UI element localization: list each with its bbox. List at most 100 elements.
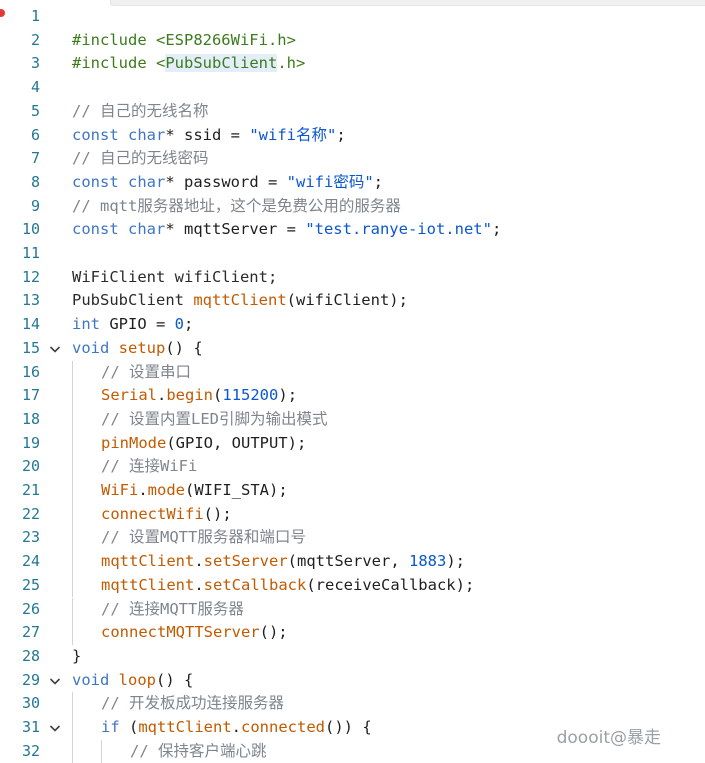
indent-guide: [72, 597, 73, 622]
code-token: // 连接MQTT服务器: [101, 599, 244, 618]
code-line[interactable]: 31 if (mqttClient.connected()) {: [0, 716, 705, 740]
fold-chevron-down-icon[interactable]: [48, 721, 62, 735]
code-line[interactable]: 5// 自己的无线名称: [0, 100, 705, 124]
code-token: (WIFI_STA);: [185, 481, 288, 499]
code-token: if: [101, 718, 120, 736]
code-text[interactable]: const char* password = "wifi密码";: [72, 171, 383, 195]
code-text[interactable]: PubSubClient mqttClient(wifiClient);: [72, 289, 408, 313]
code-token: PubSubClient: [72, 291, 194, 310]
code-text[interactable]: // 保持客户端心跳: [130, 740, 267, 763]
code-text[interactable]: void loop() {: [72, 669, 193, 693]
breakpoint-dot-icon[interactable]: [0, 9, 5, 17]
code-token: [109, 339, 118, 357]
code-line[interactable]: 3 #include <PubSubClient.h>: [0, 52, 705, 76]
line-number: 7: [30, 149, 40, 168]
code-text[interactable]: Serial.begin(115200);: [101, 384, 297, 408]
line-number: 11: [21, 244, 40, 262]
code-token: // mqtt服务器地址，这个是免费公用的服务器: [72, 196, 401, 215]
code-text[interactable]: // 设置串口: [101, 361, 191, 385]
code-line[interactable]: 26// 连接MQTT服务器: [0, 597, 705, 622]
code-line[interactable]: 2#include <ESP8266WiFi.h>: [0, 29, 705, 53]
code-token: .: [138, 481, 148, 499]
code-text[interactable]: }: [72, 645, 81, 669]
code-line[interactable]: 18 // 设置内置LED引脚为输出模式: [0, 407, 705, 432]
indent-guide: [72, 739, 73, 763]
code-line[interactable]: 9// mqtt服务器地址，这个是免费公用的服务器: [0, 195, 705, 219]
code-line[interactable]: 23// 设置MQTT服务器和端口号: [0, 526, 705, 551]
code-token: // 自己的无线名称: [72, 101, 209, 120]
code-line[interactable]: 11: [0, 242, 705, 266]
code-token: // 设置串口: [101, 362, 191, 381]
line-number: 18: [21, 409, 40, 428]
code-token: "wifi密码": [286, 172, 374, 191]
code-line[interactable]: 13 PubSubClient mqttClient(wifiClient);: [0, 289, 705, 313]
line-number: 31: [21, 718, 40, 736]
code-text[interactable]: if (mqttClient.connected()) {: [101, 716, 372, 740]
code-text[interactable]: void setup() {: [72, 337, 203, 361]
indent-guide: [72, 526, 73, 551]
code-text[interactable]: connectWifi();: [101, 503, 232, 527]
line-number: 6: [30, 125, 40, 144]
code-text[interactable]: #include <ESP8266WiFi.h>: [72, 29, 296, 53]
code-line[interactable]: 30 // 开发板成功连接服务器: [0, 692, 705, 716]
code-token: WiFi: [101, 481, 139, 499]
code-text[interactable]: // 设置MQTT服务器和端口号: [101, 526, 306, 550]
code-line[interactable]: 1: [0, 5, 705, 29]
code-text[interactable]: // 连接WiFi: [101, 455, 197, 479]
code-line[interactable]: 17 Serial.begin(115200);: [0, 384, 705, 408]
code-line[interactable]: 16// 设置串口: [0, 360, 705, 385]
indent-guide: [72, 431, 73, 456]
code-token: ();: [259, 623, 288, 642]
line-number: 10: [21, 220, 40, 239]
code-text[interactable]: pinMode(GPIO, OUTPUT);: [101, 432, 306, 456]
code-token: }: [72, 646, 82, 665]
code-text[interactable]: mqttClient.setCallback(receiveCallback);: [101, 574, 474, 598]
code-token: loop: [118, 670, 156, 689]
code-text[interactable]: WiFi.mode(WIFI_STA);: [101, 479, 288, 503]
line-number: 8: [30, 172, 40, 191]
fold-chevron-down-icon[interactable]: [48, 342, 62, 356]
code-token: mqttClient: [193, 291, 287, 310]
line-number: 13: [21, 291, 40, 310]
code-text[interactable]: // 开发板成功连接服务器: [101, 692, 284, 716]
code-token: 1883: [409, 552, 447, 571]
code-text[interactable]: // 自己的无线密码: [72, 147, 209, 171]
line-number: 17: [21, 386, 40, 405]
code-text[interactable]: WiFiClient wifiClient;: [72, 266, 277, 290]
line-number: 30: [21, 694, 40, 713]
fold-chevron-down-icon[interactable]: [48, 674, 62, 688]
indent-guide: [72, 692, 73, 716]
code-line[interactable]: 6 const char* ssid = "wifi名称";: [0, 124, 705, 148]
code-token: // 连接WiFi: [101, 457, 198, 476]
watermark: doooit@暴走: [556, 728, 661, 748]
code-line[interactable]: 10 const char* mqttServer = "test.ranye-i…: [0, 218, 705, 242]
code-text[interactable]: // mqtt服务器地址，这个是免费公用的服务器: [72, 195, 401, 219]
code-text[interactable]: connectMQTTServer();: [101, 621, 288, 645]
code-text[interactable]: // 连接MQTT服务器: [101, 598, 244, 622]
code-line[interactable]: 8 const char* password = "wifi密码";: [0, 171, 705, 195]
code-line[interactable]: 4: [0, 76, 705, 100]
code-text[interactable]: #include <PubSubClient.h>: [72, 52, 305, 76]
code-text[interactable]: const char* ssid = "wifi名称";: [72, 124, 346, 148]
code-line[interactable]: 7 // 自己的无线密码: [0, 147, 705, 171]
code-text[interactable]: const char* mqttServer = "test.ranye-iot…: [72, 218, 501, 242]
code-text[interactable]: int GPIO = 0;: [72, 313, 193, 337]
line-number: 3: [30, 54, 40, 73]
code-text[interactable]: mqttClient.setServer(mqttServer, 1883);: [101, 550, 465, 574]
code-text[interactable]: // 自己的无线名称: [72, 100, 209, 124]
code-text[interactable]: // 设置内置LED引脚为输出模式: [101, 408, 328, 432]
code-token: mqttClient: [101, 575, 195, 594]
code-line[interactable]: 20// 连接WiFi: [0, 455, 705, 479]
code-line[interactable]: 28}: [0, 645, 705, 669]
